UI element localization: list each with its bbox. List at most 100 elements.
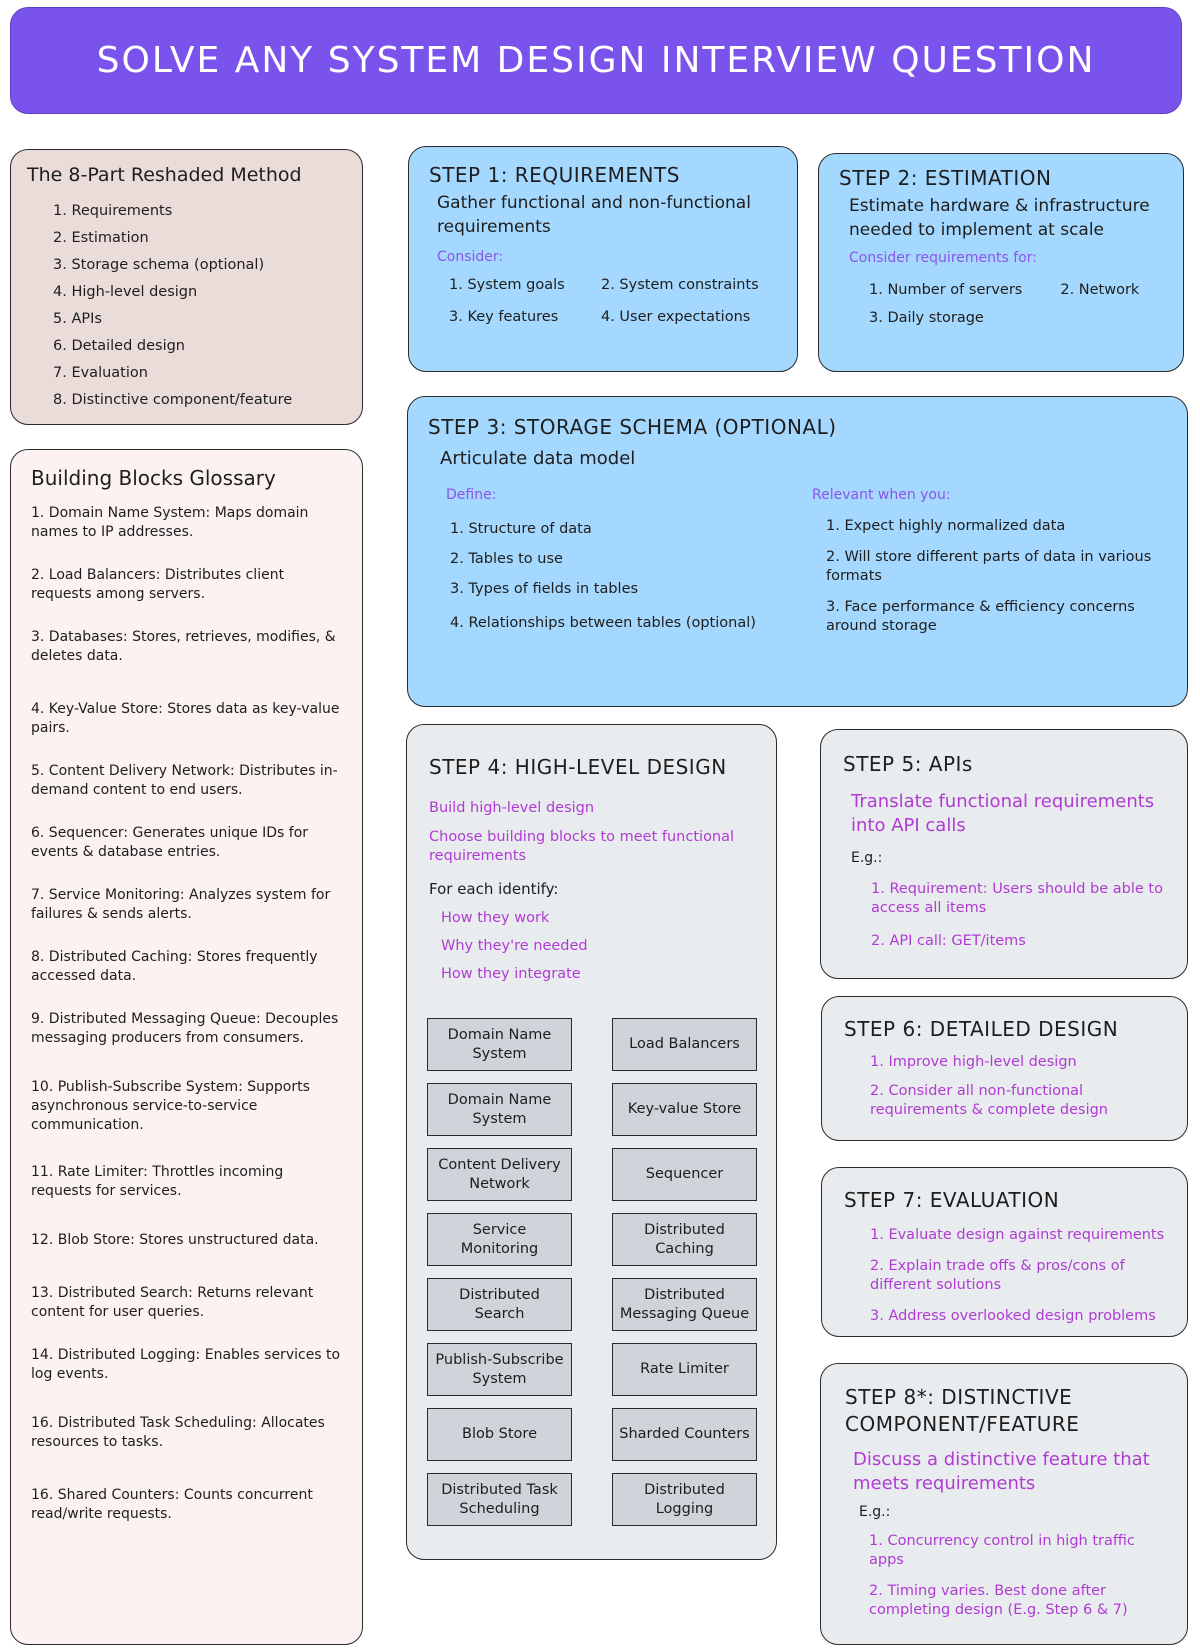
step1-item: 1. System goals	[449, 277, 565, 293]
step7-item: 3. Address overlooked design problems	[870, 1308, 1156, 1324]
step1-list: 1. System goals 2. System constraints 3.…	[429, 277, 777, 325]
step6-item: 2. Consider all non-functional requireme…	[870, 1083, 1108, 1118]
building-block: Publish-Subscribe System	[427, 1343, 572, 1396]
method-item: 5. APIs	[53, 311, 102, 327]
glossary-item: 10. Publish-Subscribe System: Supports a…	[31, 1079, 310, 1133]
glossary-item: 6. Sequencer: Generates unique IDs for e…	[31, 825, 309, 860]
step4-card: STEP 4: HIGH-LEVEL DESIGN Build high-lev…	[406, 724, 777, 1560]
step1-item: 4. User expectations	[600, 309, 751, 325]
step8-card: STEP 8*: DISTINCTIVE COMPONENT/FEATURE D…	[820, 1363, 1188, 1645]
step1-item: 2. System constraints	[600, 277, 759, 293]
step4-build: Build high-level design	[429, 800, 595, 816]
glossary-list: 1. Domain Name System: Maps domain names…	[31, 504, 348, 1524]
glossary-item: 8. Distributed Caching: Stores frequentl…	[31, 949, 318, 984]
step2-list: 1. Number of servers 2. Network 3. Daily…	[839, 276, 1163, 332]
method-item: 2. Estimation	[53, 230, 149, 246]
building-block: Load Balancers	[612, 1018, 757, 1071]
glossary-item: 7. Service Monitoring: Analyzes system f…	[31, 887, 331, 922]
glossary-item: 16. Distributed Task Scheduling: Allocat…	[31, 1415, 325, 1450]
step7-item: 2. Explain trade offs & pros/cons of dif…	[870, 1258, 1125, 1293]
step8-item: 1. Concurrency control in high traffic a…	[869, 1533, 1135, 1568]
glossary-card: Building Blocks Glossary 1. Domain Name …	[10, 449, 363, 1645]
step3-define-item: 1. Structure of data	[450, 521, 592, 537]
method-card: The 8-Part Reshaded Method 1. Requiremen…	[10, 149, 363, 425]
method-item: 7. Evaluation	[53, 365, 148, 381]
glossary-item: 16. Shared Counters: Counts concurrent r…	[31, 1487, 313, 1522]
step4-for-each: For each identify:	[429, 880, 559, 898]
step7-card: STEP 7: EVALUATION 1. Evaluate design ag…	[821, 1167, 1188, 1337]
step3-define-item: 3. Types of fields in tables	[450, 581, 639, 597]
step3-relevant-item: 2. Will store different parts of data in…	[826, 549, 1152, 584]
step3-define-label: Define:	[446, 487, 497, 503]
step5-title: STEP 5: APIs	[843, 752, 973, 776]
step4-sub-item: Why they're needed	[441, 938, 588, 954]
building-blocks-grid: Domain Name System Load Balancers Domain…	[427, 1018, 762, 1526]
step1-desc: Gather functional and non-functional req…	[437, 193, 751, 237]
glossary-item: 11. Rate Limiter: Throttles incoming req…	[31, 1164, 284, 1199]
step4-title: STEP 4: HIGH-LEVEL DESIGN	[429, 755, 727, 779]
glossary-item: 9. Distributed Messaging Queue: Decouple…	[31, 1011, 339, 1046]
step7-item: 1. Evaluate design against requirements	[870, 1227, 1165, 1243]
glossary-item: 3. Databases: Stores, retrieves, modifie…	[31, 629, 336, 664]
building-block: Sharded Counters	[612, 1408, 757, 1461]
step1-title: STEP 1: REQUIREMENTS	[429, 163, 680, 187]
step5-item: 1. Requirement: Users should be able to …	[871, 881, 1163, 916]
glossary-item: 5. Content Delivery Network: Distributes…	[31, 763, 338, 798]
building-block: Distributed Search	[427, 1278, 572, 1331]
building-block: Key-value Store	[612, 1083, 757, 1136]
step1-item: 3. Key features	[449, 309, 559, 325]
step8-title: STEP 8*: DISTINCTIVE COMPONENT/FEATURE	[845, 1385, 1080, 1436]
step3-desc: Articulate data model	[440, 448, 636, 469]
step2-title: STEP 2: ESTIMATION	[839, 166, 1052, 190]
step6-item: 1. Improve high-level design	[870, 1054, 1077, 1070]
step2-consider-label: Consider requirements for:	[849, 250, 1037, 266]
step8-desc: Discuss a distinctive feature that meets…	[853, 1449, 1150, 1494]
step2-item: 3. Daily storage	[869, 310, 984, 326]
step3-relevant-item: 3. Face performance & efficiency concern…	[826, 599, 1135, 634]
glossary-title: Building Blocks Glossary	[31, 466, 276, 490]
step3-relevant-label: Relevant when you:	[812, 487, 951, 503]
step7-title: STEP 7: EVALUATION	[844, 1188, 1060, 1212]
method-item: 3. Storage schema (optional)	[53, 257, 265, 273]
step1-consider-label: Consider:	[437, 249, 504, 265]
building-block: Domain Name System	[427, 1018, 572, 1071]
method-item: 6. Detailed design	[53, 338, 185, 354]
step3-card: STEP 3: STORAGE SCHEMA (OPTIONAL) Articu…	[407, 396, 1188, 707]
step3-define-item: 2. Tables to use	[450, 551, 563, 567]
method-list: 1. Requirements 2. Estimation 3. Storage…	[27, 198, 348, 414]
step1-card: STEP 1: REQUIREMENTS Gather functional a…	[408, 146, 798, 372]
step4-sub-item: How they work	[441, 910, 550, 926]
building-block: Service Monitoring	[427, 1213, 572, 1266]
step6-card: STEP 6: DETAILED DESIGN 1. Improve high-…	[821, 996, 1188, 1141]
step3-relevant-item: 1. Expect highly normalized data	[826, 518, 1066, 534]
step2-item: 2. Network	[1060, 282, 1140, 298]
method-title: The 8-Part Reshaded Method	[27, 164, 302, 186]
building-block: Domain Name System	[427, 1083, 572, 1136]
step5-eg: E.g.:	[851, 850, 883, 866]
building-block: Rate Limiter	[612, 1343, 757, 1396]
step4-sub-item: How they integrate	[441, 966, 581, 982]
building-block: Distributed Messaging Queue	[612, 1278, 757, 1331]
glossary-item: 1. Domain Name System: Maps domain names…	[31, 505, 309, 540]
glossary-item: 4. Key-Value Store: Stores data as key-v…	[31, 701, 340, 736]
building-block: Blob Store	[427, 1408, 572, 1461]
step5-desc: Translate functional requirements into A…	[851, 791, 1155, 836]
page-title: SOLVE ANY SYSTEM DESIGN INTERVIEW QUESTI…	[96, 40, 1096, 81]
building-block: Distributed Task Scheduling	[427, 1473, 572, 1526]
step8-item: 2. Timing varies. Best done after comple…	[869, 1583, 1128, 1618]
building-block: Content Delivery Network	[427, 1148, 572, 1201]
step3-relevant-column: Relevant when you: 1. Expect highly norm…	[812, 487, 1152, 648]
step4-choose: Choose building blocks to meet functiona…	[429, 829, 735, 864]
glossary-item: 2. Load Balancers: Distributes client re…	[31, 567, 285, 602]
glossary-item: 14. Distributed Logging: Enables service…	[31, 1347, 341, 1382]
step8-eg: E.g.:	[859, 1504, 891, 1520]
step2-card: STEP 2: ESTIMATION Estimate hardware & i…	[818, 153, 1184, 372]
step3-title: STEP 3: STORAGE SCHEMA (OPTIONAL)	[428, 415, 837, 439]
step5-card: STEP 5: APIs Translate functional requir…	[820, 729, 1188, 979]
title-banner: SOLVE ANY SYSTEM DESIGN INTERVIEW QUESTI…	[10, 7, 1182, 114]
glossary-item: 13. Distributed Search: Returns relevant…	[31, 1285, 314, 1320]
step5-item: 2. API call: GET/items	[871, 933, 1026, 949]
method-item: 8. Distinctive component/feature	[53, 392, 293, 408]
building-block: Sequencer	[612, 1148, 757, 1201]
step2-desc: Estimate hardware & infrastructure neede…	[849, 196, 1150, 240]
